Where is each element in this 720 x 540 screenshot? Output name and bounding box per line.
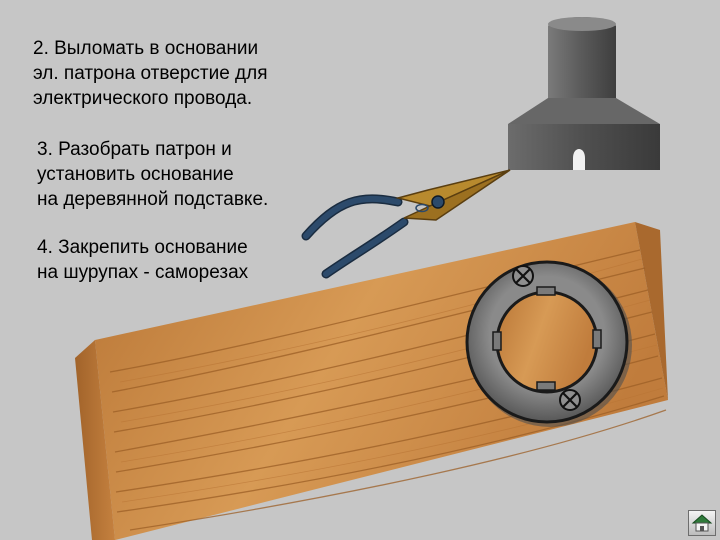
home-icon	[691, 514, 713, 532]
step-3-text: 3. Разобрать патрон и установить основан…	[37, 139, 269, 210]
cross-screw-icon	[512, 265, 534, 287]
step-2-text: 2. Выломать в основании эл. патрона отве…	[33, 38, 268, 109]
cross-screw-icon	[559, 389, 581, 411]
step-4-text: 4. Закрепить основание на шурупах - само…	[37, 237, 249, 283]
socket-base	[465, 260, 632, 427]
home-button[interactable]	[688, 510, 716, 536]
pliers	[301, 169, 511, 279]
socket-cover	[508, 17, 660, 170]
